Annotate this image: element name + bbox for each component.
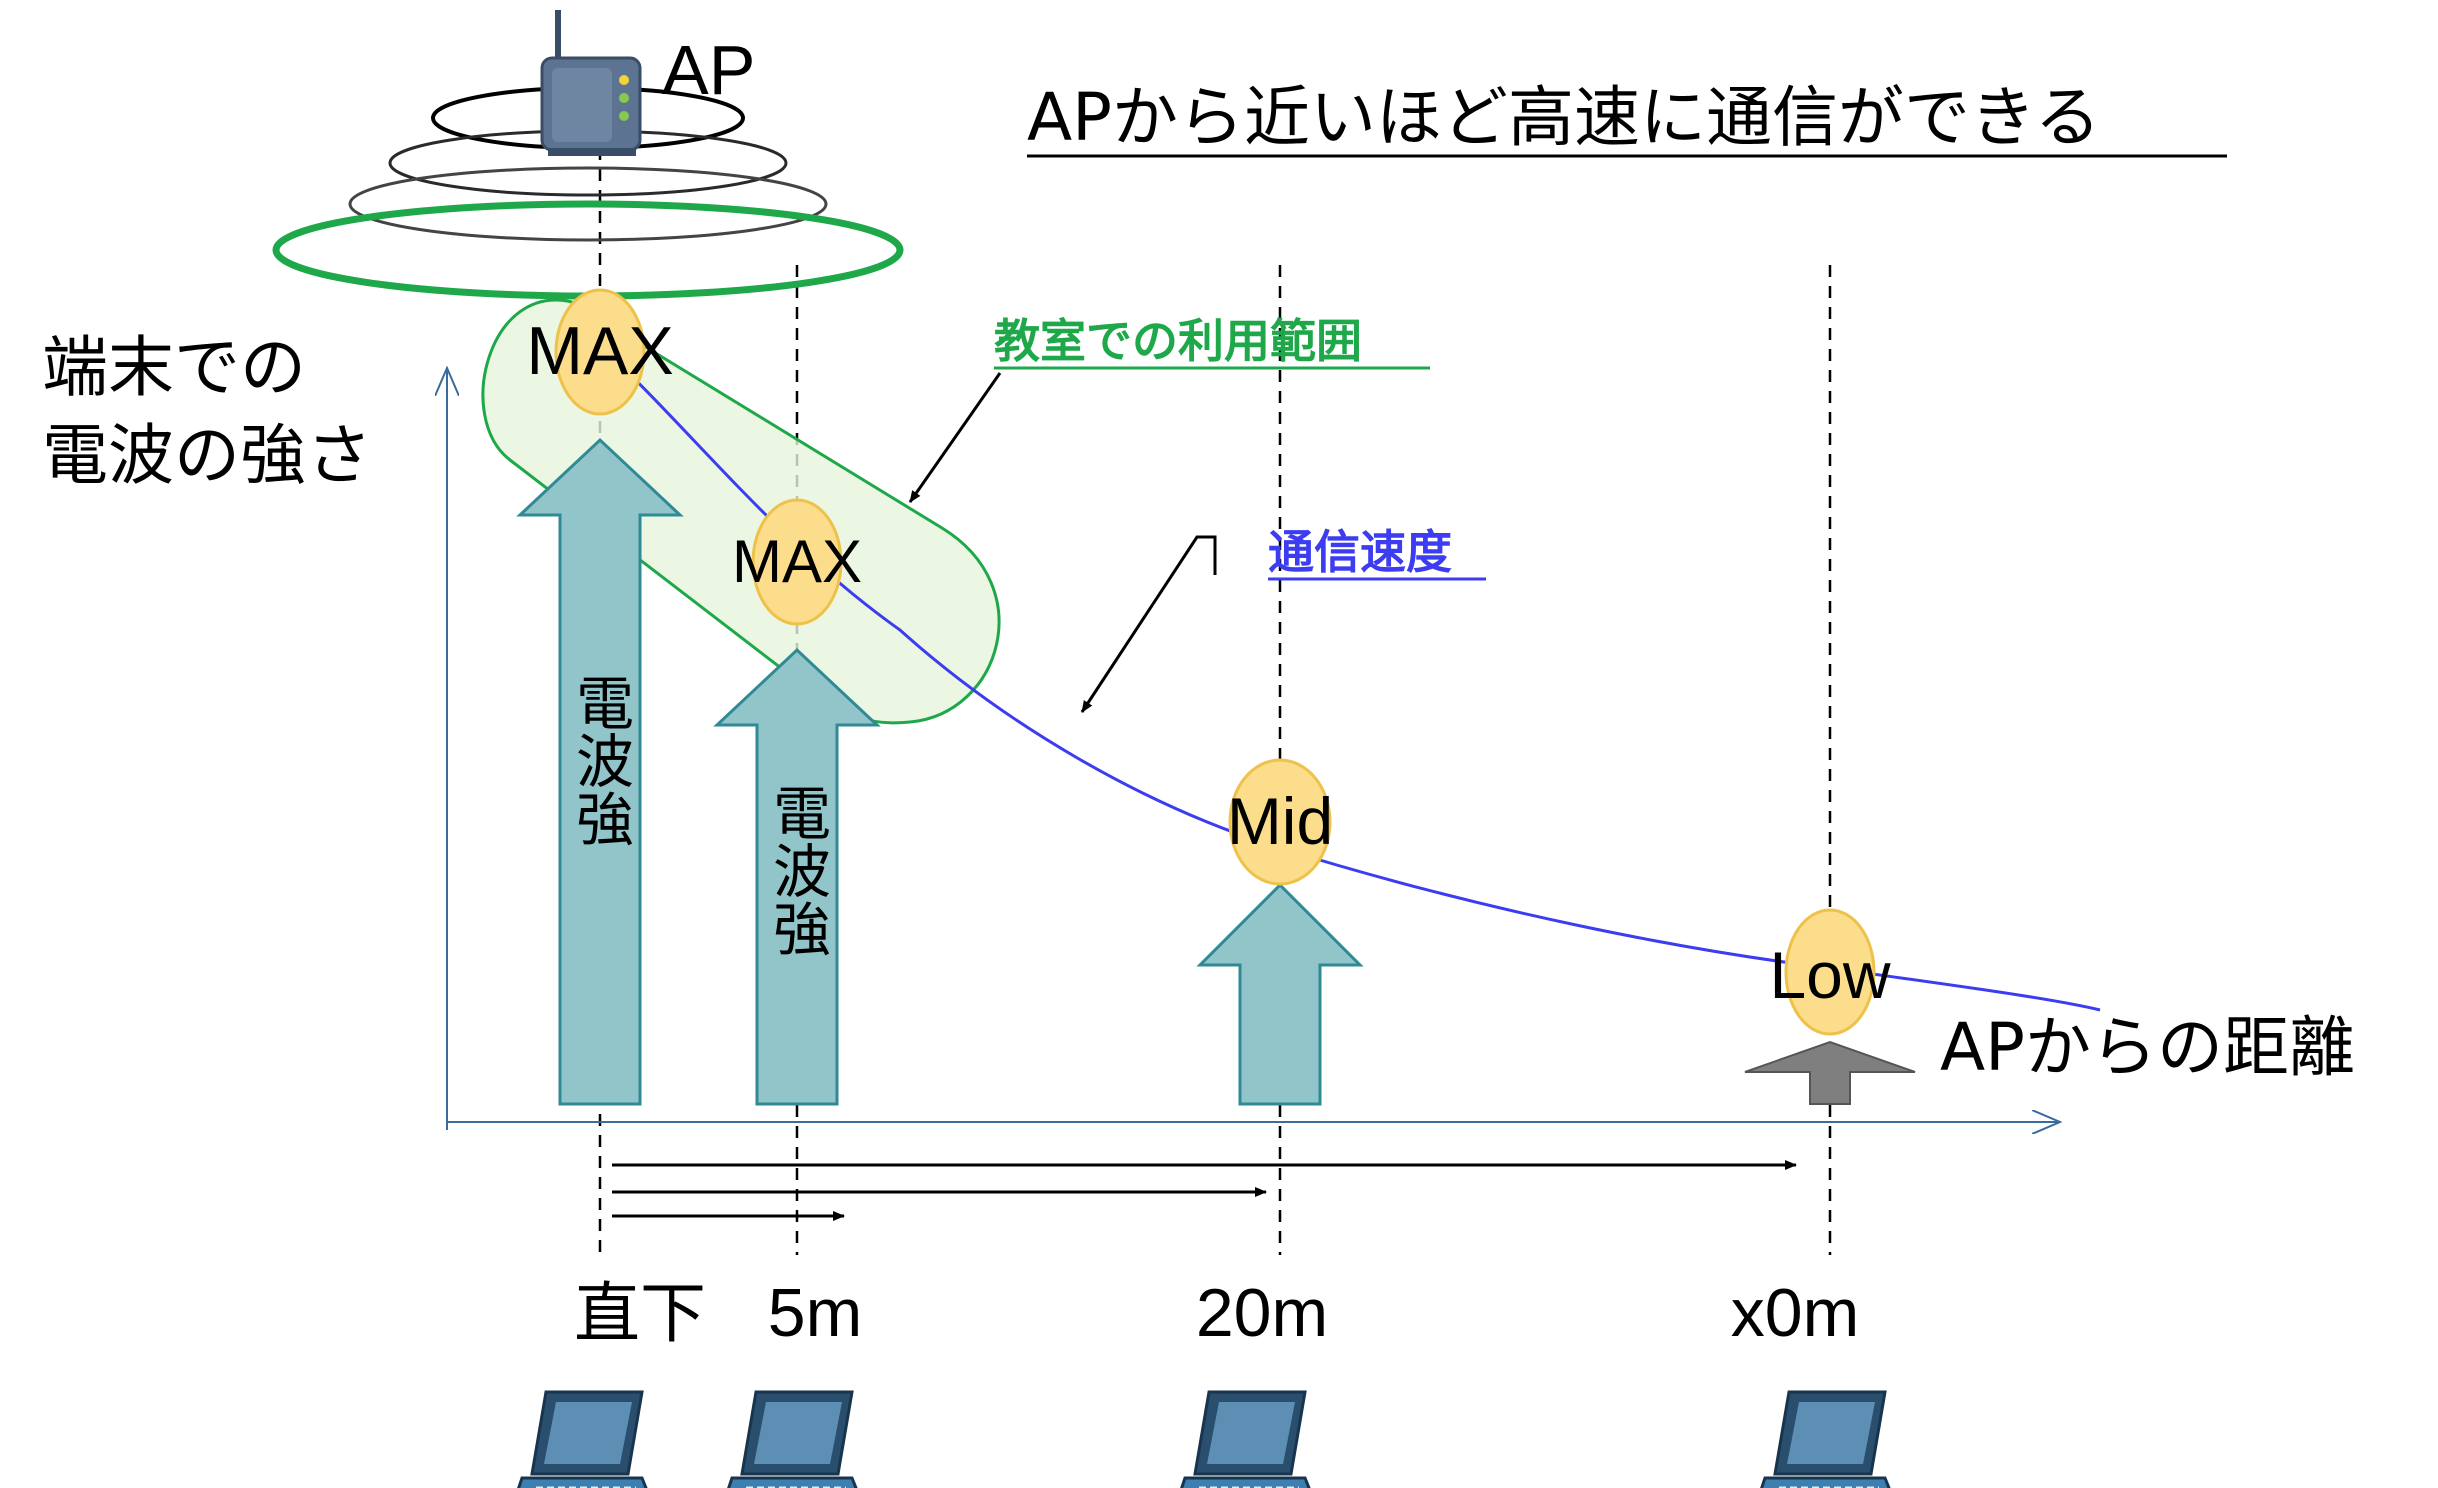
distance-arrows <box>612 1160 1797 1221</box>
classroom-range-pointer <box>908 372 1002 503</box>
laptop-icon-20m <box>1180 1390 1311 1488</box>
signal-arrow-label-direct: 電波強 <box>566 673 634 847</box>
speed-callout: 通信速度 <box>1268 525 1452 579</box>
y-axis-label-line1: 端末での <box>42 329 306 406</box>
signal-arrow-direct <box>516 437 684 1106</box>
ap-label: AP <box>662 31 755 109</box>
distance-label-20m: 20m <box>1196 1275 1328 1351</box>
speed-label-direct: MAX <box>526 313 673 389</box>
signal-ring-3 <box>348 166 828 242</box>
signal-arrow-20m <box>1196 882 1364 1106</box>
signal-arrow-x0m <box>1744 1040 1916 1105</box>
distance-label-x0m: x0m <box>1731 1275 1859 1351</box>
distance-label-direct: 直下 <box>574 1275 706 1352</box>
access-point-icon <box>540 10 642 156</box>
speed-node-20m: Mid <box>1227 758 1333 886</box>
signal-arrow-5m <box>713 647 881 1106</box>
speed-label-5m: MAX <box>732 528 862 595</box>
signal-arrow-label-5m: 電波強 <box>763 783 831 957</box>
laptop-icon-direct <box>517 1390 648 1488</box>
laptop-icon-5m <box>727 1390 858 1488</box>
page-title: APから近いほど高速に通信ができる <box>1027 79 2101 156</box>
speed-node-x0m: Low <box>1769 908 1891 1036</box>
x-axis-label: APからの距離 <box>1940 1009 2355 1086</box>
y-axis-label-line2: 電波の強さ <box>42 417 372 494</box>
speed-label-x0m: Low <box>1769 938 1890 1012</box>
classroom-range-callout: 教室での利用範囲 <box>994 314 1362 368</box>
distance-label-5m: 5m <box>768 1275 862 1351</box>
laptop-icon-x0m <box>1760 1390 1891 1488</box>
speed-node-direct: MAX <box>526 288 674 416</box>
speed-label-20m: Mid <box>1227 784 1333 858</box>
signal-ring-classroom <box>272 200 904 300</box>
speed-node-5m: MAX <box>732 498 862 626</box>
speed-pointer <box>1080 535 1217 713</box>
